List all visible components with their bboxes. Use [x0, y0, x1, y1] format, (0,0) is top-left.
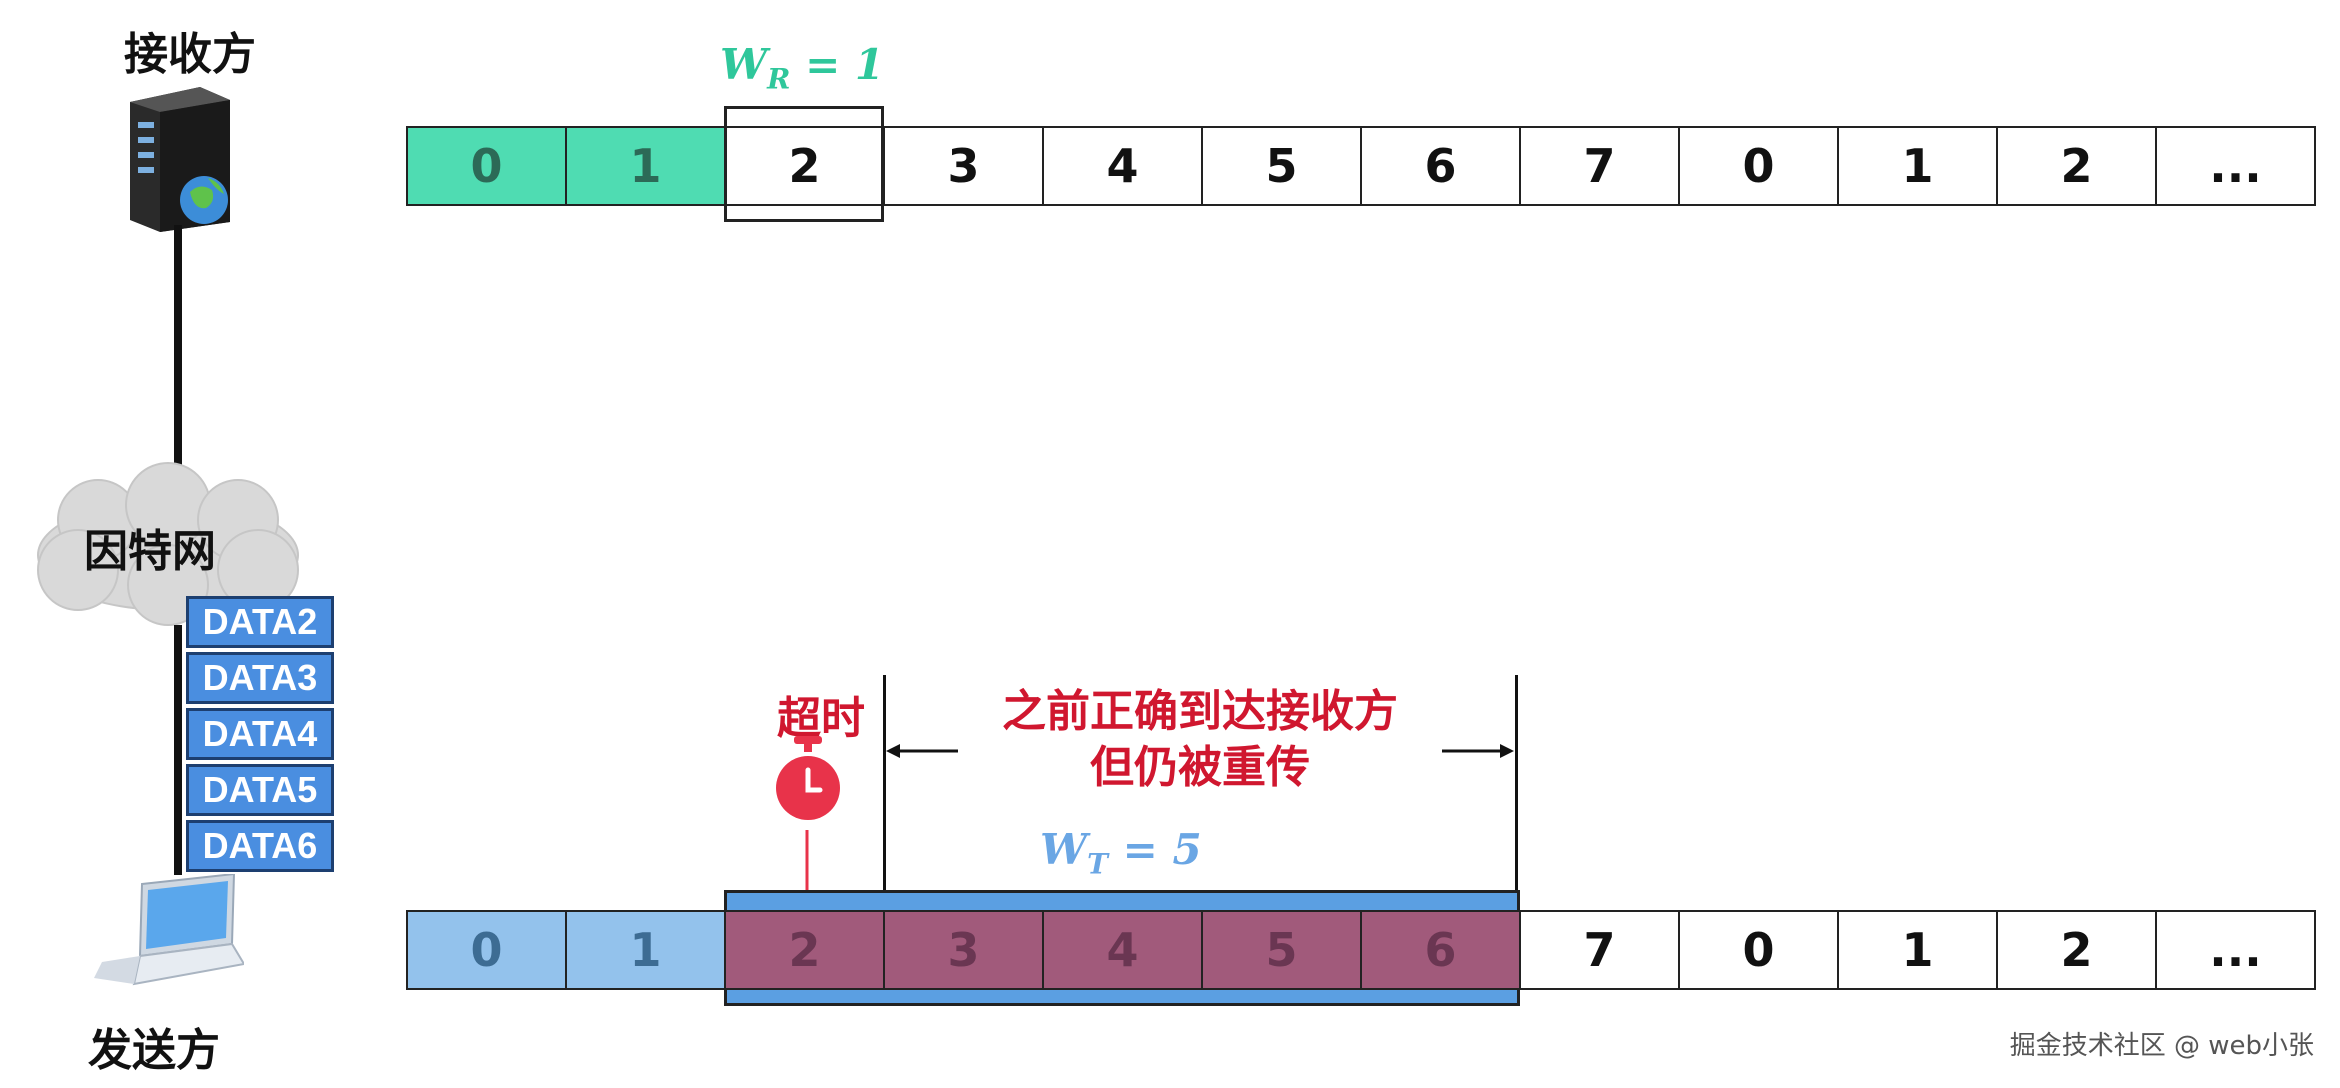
watermark: 掘金技术社区 @ web小张 — [2009, 1031, 2314, 1061]
bracket-right-arrow — [1442, 741, 1514, 761]
sender-seq-cell: 4 — [1042, 910, 1203, 990]
receiver-seq-cell: 0 — [1678, 126, 1839, 206]
stopwatch-icon — [770, 736, 846, 822]
receiver-seq-cell: 1 — [565, 126, 726, 206]
receiver-label: 接收方 — [124, 29, 256, 80]
receiver-seq-cell: ... — [2155, 126, 2316, 206]
receiver-seq-cell: 7 — [1519, 126, 1680, 206]
sender-seq-cell: 0 — [406, 910, 567, 990]
receiver-seq-cell: 4 — [1042, 126, 1203, 206]
sender-seq-cell: 7 — [1519, 910, 1680, 990]
retransmit-note-line1: 之前正确到达接收方 — [1002, 686, 1398, 737]
laptop-icon — [94, 872, 246, 994]
server-icon — [120, 82, 240, 232]
sender-seq-cell: 2 — [1996, 910, 2157, 990]
receiver-seq-cell: 2 — [1996, 126, 2157, 206]
receiver-seq-cell: 0 — [406, 126, 567, 206]
sender-seq-cell: 3 — [883, 910, 1044, 990]
packet-data3: DATA3 — [186, 652, 334, 704]
sender-seq-cell: ... — [2155, 910, 2316, 990]
cloud-icon — [18, 460, 318, 630]
bracket-right-line — [1515, 675, 1518, 891]
receiver-seq-cell: 6 — [1360, 126, 1521, 206]
receiver-link-line — [174, 225, 182, 475]
bracket-left-line — [883, 675, 886, 891]
sender-seq-cell: 0 — [1678, 910, 1839, 990]
sender-seq-cell: 1 — [1837, 910, 1998, 990]
sender-label: 发送方 — [88, 1025, 220, 1076]
packet-data5: DATA5 — [186, 764, 334, 816]
sender-seq-cell: 6 — [1360, 910, 1521, 990]
receiver-seq-cell: 5 — [1201, 126, 1362, 206]
sender-window-label: WT = 5 — [1040, 825, 1202, 881]
sender-seq-cell: 5 — [1201, 910, 1362, 990]
sender-link-line — [174, 625, 182, 875]
packet-data4: DATA4 — [186, 708, 334, 760]
bracket-left-arrow — [886, 741, 958, 761]
retransmit-note: 之前正确到达接收方 但仍被重传 — [958, 684, 1442, 796]
packet-data6: DATA6 — [186, 820, 334, 872]
receiver-seq-cell: 2 — [724, 126, 885, 206]
sender-seq-cell: 2 — [724, 910, 885, 990]
timeout-label: 超时 — [777, 693, 865, 744]
receiver-window-label: WR = 1 — [720, 40, 885, 96]
packet-data2: DATA2 — [186, 596, 334, 648]
network-label: 因特网 — [84, 526, 216, 577]
retransmit-note-line2: 但仍被重传 — [1090, 742, 1310, 793]
receiver-seq-cell: 3 — [883, 126, 1044, 206]
sender-seq-cell: 1 — [565, 910, 726, 990]
receiver-seq-cell: 1 — [1837, 126, 1998, 206]
receiver-window-frame — [724, 106, 884, 222]
